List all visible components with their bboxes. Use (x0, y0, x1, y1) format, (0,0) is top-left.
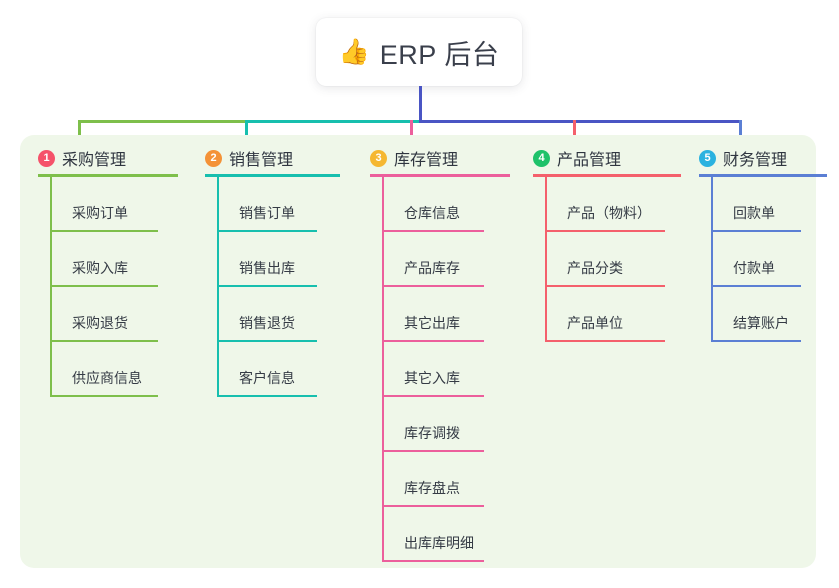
item-spine (382, 287, 384, 342)
branch-number-badge: 1 (38, 149, 55, 167)
item-underline (50, 340, 158, 342)
item-spine (217, 287, 219, 342)
item-spine (382, 507, 384, 562)
branch-title: 产品管理 (557, 152, 622, 169)
connector-drop-3 (410, 120, 413, 147)
item-spine (382, 232, 384, 287)
item-spine (711, 287, 713, 342)
item-label: 其它出库 (404, 315, 460, 331)
item-underline (382, 450, 484, 452)
item-underline (382, 340, 484, 342)
item-underline (711, 230, 801, 232)
item-label: 销售订单 (239, 205, 295, 221)
item-underline (545, 230, 665, 232)
root-node-card[interactable]: 👍 ERP 后台 (316, 18, 522, 86)
branch-number-badge: 5 (699, 149, 716, 167)
branch-underline (699, 174, 827, 177)
item-spine (217, 177, 219, 232)
item-spine (50, 342, 52, 397)
item-label: 产品分类 (567, 260, 623, 276)
branch-underline (205, 174, 340, 177)
branch-underline (38, 174, 178, 177)
branch-header-4[interactable]: 4 产品管理 (533, 146, 621, 170)
item-label: 采购退货 (72, 315, 128, 331)
item-spine (50, 177, 52, 232)
item-underline (382, 505, 484, 507)
item-spine (711, 232, 713, 287)
item-spine (545, 177, 547, 232)
item-spine (382, 452, 384, 507)
connector-bar-segment-1 (78, 120, 248, 123)
item-underline (50, 230, 158, 232)
item-underline (217, 230, 317, 232)
branch-number-badge: 3 (370, 149, 387, 167)
item-label: 库存盘点 (404, 480, 460, 496)
item-underline (711, 340, 801, 342)
item-underline (382, 285, 484, 287)
item-spine (382, 342, 384, 397)
item-underline (711, 285, 801, 287)
item-underline (382, 230, 484, 232)
item-spine (217, 232, 219, 287)
item-underline (382, 560, 484, 562)
item-underline (50, 285, 158, 287)
branch-underline (533, 174, 681, 177)
item-label: 产品单位 (567, 315, 623, 331)
item-label: 仓库信息 (404, 205, 460, 221)
item-label: 产品（物料） (567, 205, 651, 221)
branch-header-1[interactable]: 1 采购管理 (38, 146, 126, 170)
item-underline (545, 340, 665, 342)
item-label: 供应商信息 (72, 370, 142, 386)
item-spine (382, 397, 384, 452)
item-underline (217, 340, 317, 342)
item-label: 付款单 (733, 260, 775, 276)
item-spine (50, 232, 52, 287)
item-underline (50, 395, 158, 397)
connector-bar-segment-4 (573, 120, 742, 123)
item-spine (545, 287, 547, 342)
item-underline (545, 285, 665, 287)
branch-header-3[interactable]: 3 库存管理 (370, 146, 458, 170)
item-label: 结算账户 (733, 315, 789, 331)
item-label: 出库库明细 (404, 535, 474, 551)
connector-drop-1 (78, 120, 81, 147)
item-label: 采购入库 (72, 260, 128, 276)
connector-drop-4 (573, 120, 576, 147)
branch-title: 库存管理 (394, 152, 459, 169)
item-label: 回款单 (733, 205, 775, 221)
item-spine (545, 232, 547, 287)
branch-underline (370, 174, 510, 177)
item-spine (711, 177, 713, 232)
branch-title: 财务管理 (723, 152, 788, 169)
connector-drop-5 (739, 120, 742, 147)
branch-title: 销售管理 (229, 152, 294, 169)
branch-header-5[interactable]: 5 财务管理 (699, 146, 787, 170)
item-label: 其它入库 (404, 370, 460, 386)
item-label: 产品库存 (404, 260, 460, 276)
branch-header-2[interactable]: 2 销售管理 (205, 146, 293, 170)
connector-drop-2 (245, 120, 248, 147)
item-label: 客户信息 (239, 370, 295, 386)
branch-title: 采购管理 (62, 152, 127, 169)
item-label: 库存调拨 (404, 425, 460, 441)
item-spine (217, 342, 219, 397)
connector-bar-segment-2 (245, 120, 422, 123)
thumbs-up-icon: 👍 (338, 37, 370, 66)
item-underline (217, 395, 317, 397)
page-title: ERP 后台 (379, 39, 500, 70)
branch-number-badge: 2 (205, 149, 222, 167)
item-label: 销售退货 (239, 315, 295, 331)
item-spine (382, 177, 384, 232)
connector-bar-segment-3 (419, 120, 576, 123)
item-underline (217, 285, 317, 287)
item-label: 采购订单 (72, 205, 128, 221)
connector-trunk (419, 86, 422, 123)
item-label: 销售出库 (239, 260, 295, 276)
branch-number-badge: 4 (533, 149, 550, 167)
item-spine (50, 287, 52, 342)
item-underline (382, 395, 484, 397)
branches-panel (20, 135, 816, 568)
